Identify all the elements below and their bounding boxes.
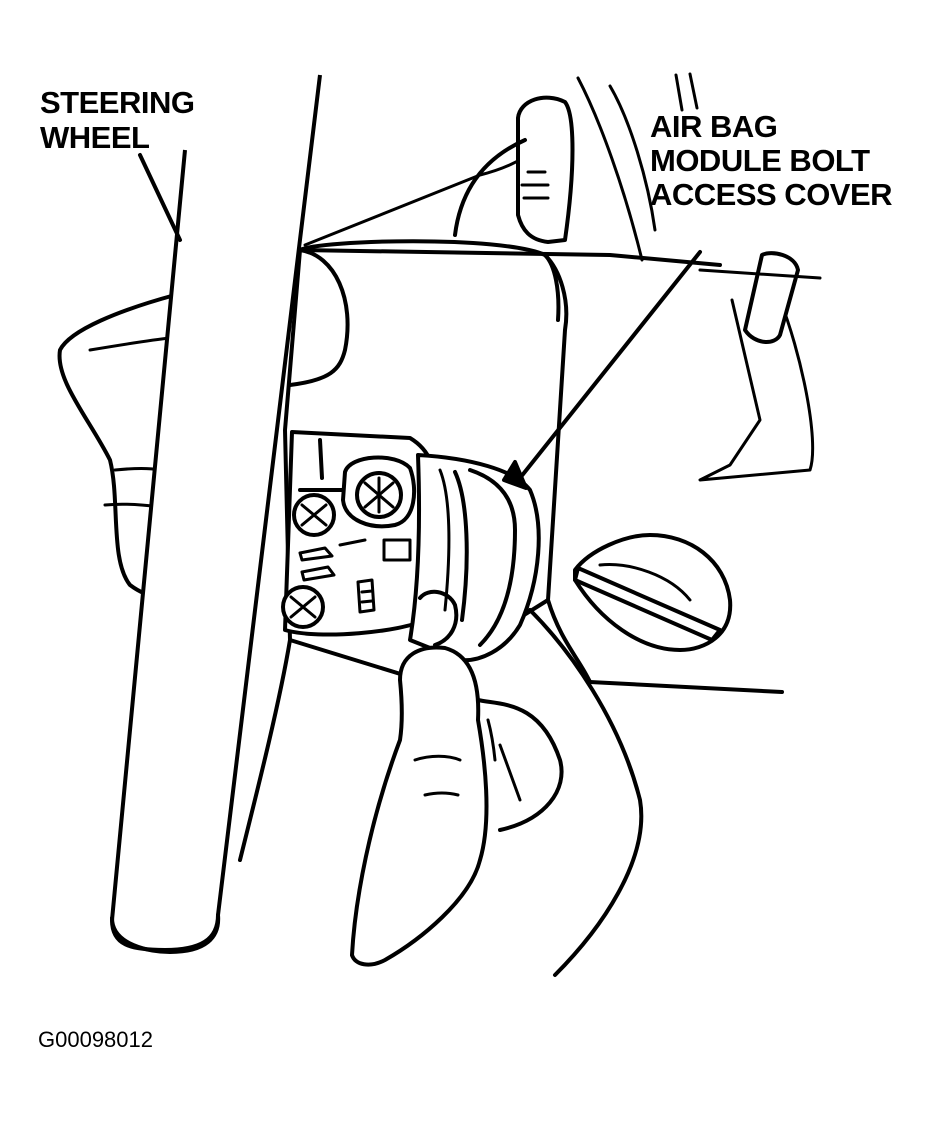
steering-wheel-rim [110, 74, 322, 954]
access-cover-label-line-3: ACCESS COVER [650, 177, 892, 212]
figure-code: G00098012 [38, 1027, 153, 1052]
bolt-large [341, 455, 417, 529]
dashboard-lines [576, 72, 815, 694]
steering-wheel-label: STEERING WHEEL [40, 85, 203, 155]
steering-wheel-label-line-1: STEERING [40, 85, 194, 120]
right-hand [350, 589, 644, 977]
steering-wheel-label-line-2: WHEEL [40, 120, 149, 155]
right-stalk [698, 251, 822, 344]
access-cover-label: AIR BAG MODULE BOLT ACCESS COVER [650, 109, 892, 212]
access-cover-label-line-1: AIR BAG [650, 109, 777, 144]
plate-markings [298, 538, 412, 614]
access-cover-label-line-2: MODULE BOLT [650, 143, 870, 178]
leader-lines [138, 153, 702, 490]
lower-housing [238, 598, 592, 862]
bolt-lower-left [281, 585, 325, 629]
bolt-upper-left [292, 493, 336, 537]
dash-knob [573, 533, 733, 652]
column-stalk [453, 95, 575, 244]
